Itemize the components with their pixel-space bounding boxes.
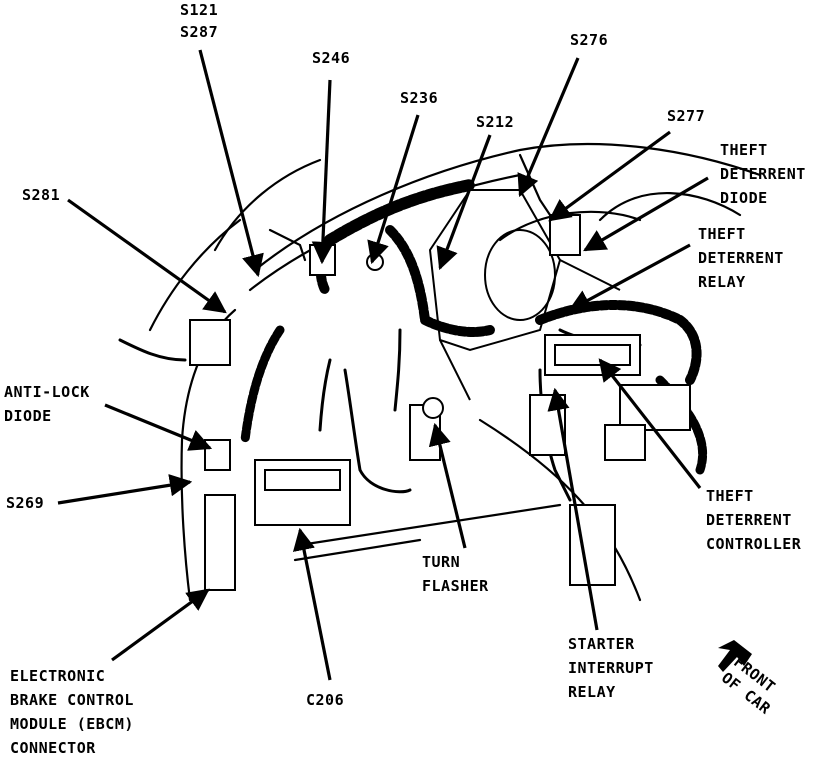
theft-deterrent-controller-box: [619, 384, 691, 431]
arrow-s281: [67, 198, 227, 314]
arrow-ebcm: [111, 588, 210, 662]
label-theft-deterrent-diode: THEFT DETERRENT DIODE: [720, 141, 806, 207]
s281-bracket: [189, 319, 231, 366]
arrow-theft-deterrent-controller: [598, 358, 702, 489]
arrow-s236: [367, 114, 420, 265]
front-of-car-arrow-icon: [718, 640, 752, 672]
arrow-starter-interrupt-relay: [547, 387, 599, 631]
label-s236: S236: [400, 89, 439, 107]
label-c206: C206: [306, 691, 345, 709]
arrow-turn-flasher: [428, 422, 467, 549]
arrow-anti-lock-diode: [104, 403, 213, 451]
label-s121: S121: [180, 1, 219, 19]
theft-deterrent-diode-body: [549, 214, 581, 256]
label-s287: S287: [180, 23, 219, 41]
label-s269: S269: [6, 494, 45, 512]
arrow-s212: [436, 134, 492, 271]
arrow-s277: [548, 130, 671, 222]
arrow-theft-deterrent-diode: [583, 176, 709, 252]
components: [189, 214, 691, 591]
arrow-s269: [57, 474, 193, 505]
label-s281: S281: [22, 186, 61, 204]
steering-support: [428, 189, 621, 401]
label-anti-lock-diode: ANTI-LOCK DIODE: [4, 383, 90, 425]
arrow-s246: [311, 79, 335, 265]
leader-arrows: [57, 49, 709, 681]
label-s212: S212: [476, 113, 515, 131]
label-s277: S277: [667, 107, 706, 125]
arrow-c206: [292, 527, 332, 681]
arrow-s121-s287: [198, 49, 264, 278]
controller-plug: [604, 424, 646, 461]
label-theft-deterrent-relay: THEFT DETERRENT RELAY: [698, 225, 784, 291]
theft-deterrent-module: [544, 334, 641, 376]
anti-lock-diode-body: [204, 439, 231, 471]
arrow-s276: [517, 57, 580, 198]
label-theft-deterrent-controller: THEFT DETERRENT CONTROLLER: [706, 487, 802, 553]
arrow-theft-deterrent-relay: [568, 243, 691, 312]
label-starter-interrupt-relay: STARTER INTERRUPT RELAY: [568, 635, 654, 701]
label-ebcm-connector: ELECTRONIC BRAKE CONTROL MODULE (EBCM) C…: [10, 667, 134, 757]
label-turn-flasher: TURN FLASHER: [422, 553, 489, 595]
ebcm-connector-body: [204, 494, 236, 591]
label-s246: S246: [312, 49, 351, 67]
label-s276: S276: [570, 31, 609, 49]
